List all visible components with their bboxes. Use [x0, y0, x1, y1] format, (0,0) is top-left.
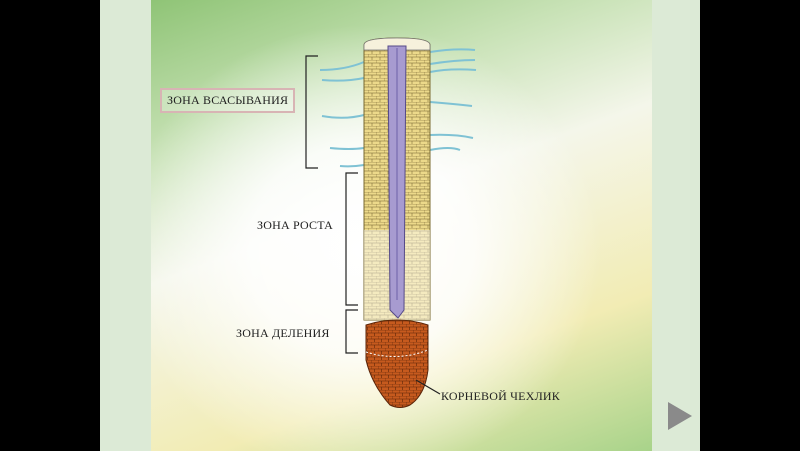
- root-cap-label: КОРНЕВОЙ ЧЕХЛИК: [441, 389, 560, 403]
- root-tip-white: [363, 37, 431, 51]
- growth-zone-label: ЗОНА РОСТА: [257, 218, 334, 232]
- root-hairs: [319, 48, 477, 168]
- zone-brackets: [305, 55, 358, 354]
- root-cap-pointer: [415, 379, 441, 395]
- next-slide-play-icon[interactable]: [668, 402, 692, 430]
- division-zone-label: ЗОНА ДЕЛЕНИЯ: [236, 326, 330, 340]
- absorption-zone-label: ЗОНА ВСАСЫВАНИЯ: [160, 88, 296, 113]
